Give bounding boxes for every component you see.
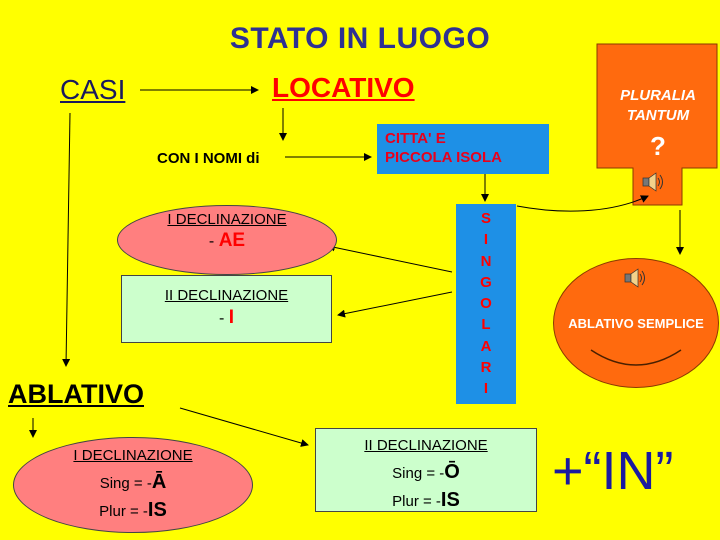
ablativo-decl1-ellipse: I DECLINAZIONE Sing = -Ā Plur = -IS bbox=[13, 437, 253, 533]
locativo-label: LOCATIVO bbox=[272, 72, 415, 103]
locativo-decl1-prefix: - bbox=[208, 233, 219, 250]
con-nomi-label: CON I NOMI di bbox=[157, 150, 260, 167]
locativo-decl2-ending: I bbox=[228, 307, 235, 328]
singolari-letter: R bbox=[480, 359, 492, 377]
ablativo-decl2-title: II DECLINAZIONE bbox=[364, 437, 488, 454]
pluralia-shape bbox=[596, 43, 718, 206]
ablativo-decl1-title: I DECLINAZIONE bbox=[73, 447, 193, 464]
pluralia-line2: TANTUM bbox=[626, 107, 690, 124]
ablativo-semplice-label: ABLATIVO SEMPLICE bbox=[568, 316, 704, 331]
ablativo-decl2-sing-label: Sing = - bbox=[392, 465, 445, 482]
singolari-letter: O bbox=[480, 295, 492, 313]
speaker-icon[interactable] bbox=[642, 172, 663, 192]
arrow-ablativo-decl2 bbox=[179, 407, 309, 447]
singolari-letter: S bbox=[480, 210, 491, 227]
citta-line2: PICCOLA ISOLA bbox=[385, 149, 502, 166]
pluralia-question-mark: ? bbox=[650, 131, 666, 161]
arrow-singolari-pluralia bbox=[516, 195, 649, 212]
locativo-decl1-ending-row: - AE bbox=[118, 230, 336, 252]
plus-in-label: +“IN” bbox=[552, 441, 674, 501]
arrow-singolari-decl2 bbox=[337, 291, 453, 318]
locativo-decl2-title: II DECLINAZIONE bbox=[164, 287, 289, 304]
locativo-decl2-prefix: - bbox=[218, 310, 229, 327]
arrow-casi-ablativo bbox=[62, 112, 71, 367]
citta-line1: CITTA' E bbox=[385, 130, 446, 147]
singolari-letter: L bbox=[481, 316, 491, 334]
singolari-letter: I bbox=[483, 231, 489, 249]
ablativo-decl1-plur-row: Plur = -IS bbox=[14, 497, 252, 525]
ablativo-decl2-box: II DECLINAZIONE Sing = -Ō Plur = -IS bbox=[315, 428, 537, 512]
ablativo-label: ABLATIVO bbox=[8, 379, 144, 409]
pluralia-tantum-label: PLURALIA TANTUM bbox=[598, 86, 718, 126]
locativo-decl1-ellipse: I DECLINAZIONE - AE bbox=[117, 205, 337, 275]
ablativo-decl2-sing-row: Sing = -Ō bbox=[316, 459, 536, 487]
locativo-decl2-ending-row: - I bbox=[122, 307, 331, 329]
ablativo-decl2-plur-ending: IS bbox=[440, 489, 460, 511]
smiley-features bbox=[590, 268, 682, 366]
ablativo-decl2-plur-row: Plur = -IS bbox=[316, 487, 536, 515]
speaker-icon[interactable] bbox=[624, 268, 645, 288]
arrow-singolari-decl1 bbox=[327, 243, 453, 273]
locativo-decl2-box: II DECLINAZIONE - I bbox=[121, 275, 332, 343]
ablativo-decl1-sing-row: Sing = -Ā bbox=[14, 469, 252, 497]
ablativo-decl2-sing-ending: Ō bbox=[444, 461, 460, 483]
ablativo-decl2-plur-label: Plur = - bbox=[392, 493, 441, 510]
ablativo-decl1-plur-label: Plur = - bbox=[99, 503, 148, 520]
pluralia-line1: PLURALIA bbox=[620, 87, 696, 104]
locativo-decl1-title: I DECLINAZIONE bbox=[167, 211, 287, 228]
locativo-decl1-ending: AE bbox=[218, 230, 246, 251]
page-title: STATO IN LUOGO bbox=[229, 22, 491, 55]
singolari-letter: I bbox=[483, 380, 489, 398]
singolari-bar: S I N G O L A R I bbox=[456, 204, 516, 404]
casi-label: CASI bbox=[60, 74, 126, 105]
ablativo-decl1-plur-ending: IS bbox=[147, 499, 167, 521]
smiley-mouth bbox=[590, 349, 682, 366]
ablativo-decl1-sing-ending: Ā bbox=[151, 471, 167, 493]
citta-piccola-isola-box: CITTA' E PICCOLA ISOLA bbox=[377, 124, 549, 174]
ablativo-decl1-sing-label: Sing = - bbox=[99, 475, 152, 492]
singolari-letter: A bbox=[480, 337, 492, 355]
singolari-letter: N bbox=[480, 252, 492, 270]
singolari-letter: G bbox=[480, 273, 492, 291]
